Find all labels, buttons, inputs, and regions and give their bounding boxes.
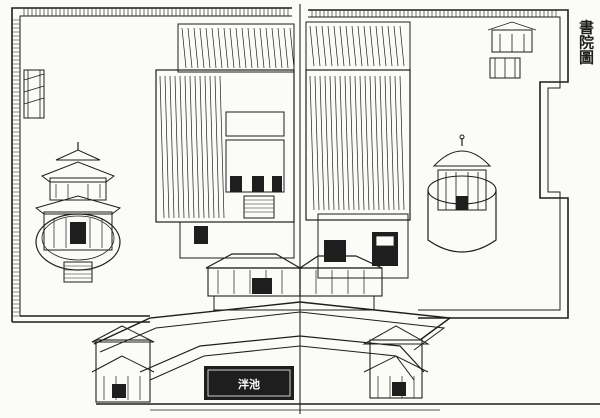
roof-hatch-line [164, 75, 170, 219]
roof-hatch-line [374, 75, 380, 211]
roof-hatch-line [179, 75, 185, 219]
roof-hatch-line [363, 25, 369, 67]
roof-hatch-line [329, 75, 335, 211]
roof-hatch-line [379, 75, 385, 211]
roof-hatch-line [289, 27, 295, 69]
pavilion-right [427, 134, 497, 253]
roof-hatch-line [211, 27, 217, 69]
roof-hatch-line [235, 27, 241, 69]
roof-hatch-line [319, 75, 325, 211]
roof-hatch-line [209, 75, 215, 219]
pond-label: 泮池 [238, 377, 260, 391]
corner-gatehouse-left [23, 69, 45, 119]
roof-hatch-line [204, 75, 210, 219]
roof-hatch-line [309, 25, 315, 67]
roof-hatch-line [315, 25, 321, 67]
roof-hatch-line [351, 25, 357, 67]
roof-hatch-line [314, 75, 320, 211]
roof-hatch-line [394, 75, 400, 211]
roof-hatch-line [271, 27, 277, 69]
roof-hatch-line [399, 25, 405, 67]
roof-hatch-line [199, 75, 205, 219]
roof-hatch-line [387, 25, 393, 67]
roof-hatch-line [184, 75, 190, 219]
roof-hatch-line [333, 25, 339, 67]
roof-hatch-line [259, 27, 265, 69]
roof-hatch-line [174, 75, 180, 219]
roof-hatch-line [309, 75, 315, 211]
roof-hatch-line [223, 27, 229, 69]
roof-hatch-line [369, 25, 375, 67]
central-gate-hall [205, 253, 383, 311]
roof-hatch-line [344, 75, 350, 211]
roof-hatch-line [253, 27, 259, 69]
roof-hatch-line [214, 75, 220, 219]
roof-hatch-line [364, 75, 370, 211]
roof-hatch-line [393, 25, 399, 67]
roof-hatch-line [265, 27, 271, 69]
roof-hatch-line [359, 75, 365, 211]
roof-hatch-line [339, 25, 345, 67]
roof-hatch-line [193, 27, 199, 69]
roof-hatch-line [375, 25, 381, 67]
roof-hatch-line [277, 27, 283, 69]
roof-hatch-line [219, 75, 225, 219]
roof-hatch-line [357, 25, 363, 67]
roof-hatch-line [334, 75, 340, 211]
roof-hatch-line [324, 75, 330, 211]
roof-hatch-line [384, 75, 390, 211]
pavilion-left [34, 142, 122, 283]
roof-hatch-line [181, 27, 187, 69]
roof-hatch-line [199, 27, 205, 69]
crescent-pond-enclosure [91, 301, 600, 411]
roof-hatch-line [381, 25, 387, 67]
roof-hatch-line [189, 75, 195, 219]
roof-hatch-line [247, 27, 253, 69]
roof-hatch-line [217, 27, 223, 69]
roof-hatch-line [321, 25, 327, 67]
roof-hatch-line [339, 75, 345, 211]
roof-hatch-line [283, 27, 289, 69]
roof-hatch-line [169, 75, 175, 219]
main-halls-right [305, 21, 411, 279]
roof-hatch-line [159, 75, 165, 219]
roof-hatch-line [241, 27, 247, 69]
main-halls-left [155, 23, 295, 259]
roof-hatch-line [349, 75, 355, 211]
roof-hatch-line [187, 27, 193, 69]
pond-cartouche: 泮池 [204, 366, 294, 400]
page-title: 書院圖 [577, 19, 595, 66]
roof-hatch-line [229, 27, 235, 69]
roof-hatch-line [345, 25, 351, 67]
roof-hatch-line [194, 75, 200, 219]
corner-gatehouse-right [487, 21, 537, 79]
roof-hatch-line [327, 25, 333, 67]
roof-hatch-line [399, 75, 405, 211]
roof-hatch-line [389, 75, 395, 211]
enclosure-wall [11, 7, 569, 323]
roof-hatch-line [354, 75, 360, 211]
roof-hatch-line [205, 27, 211, 69]
roof-hatch-line [369, 75, 375, 211]
